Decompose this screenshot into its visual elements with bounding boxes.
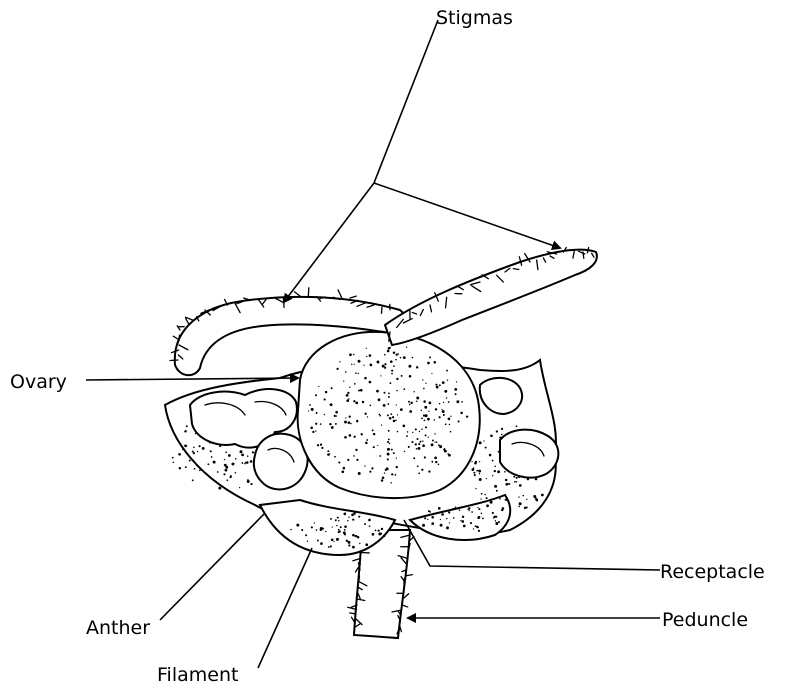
stigmas-leader-main	[374, 20, 438, 183]
stigmas-label: Stigmas	[436, 7, 513, 29]
ovary-label: Ovary	[10, 371, 67, 393]
filament-leader	[258, 548, 312, 668]
receptacle-label: Receptacle	[660, 561, 765, 583]
peduncle-label: Peduncle	[662, 609, 748, 631]
anther-leader	[160, 514, 264, 620]
anther-label: Anther	[86, 617, 150, 639]
filament-label: Filament	[157, 664, 238, 686]
stigma-right-drawing	[385, 247, 597, 345]
stigmas-leader-left	[284, 183, 374, 302]
ovary-drawing	[298, 332, 480, 498]
flower-illustration	[165, 247, 597, 638]
stigmas-leader-right	[374, 183, 560, 248]
